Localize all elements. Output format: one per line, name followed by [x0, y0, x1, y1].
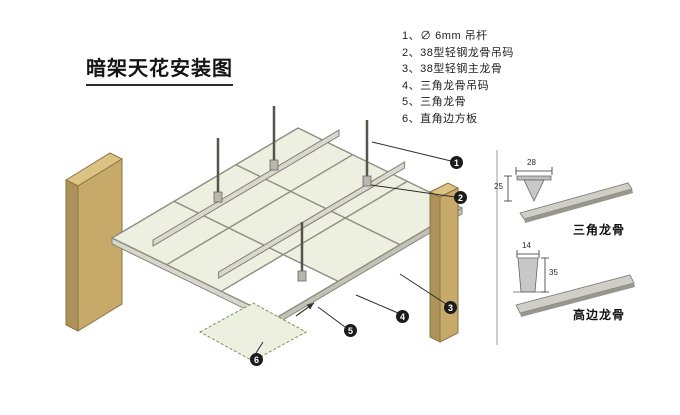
leader-line-6 [255, 341, 264, 354]
page-title: 暗架天花安装图 [86, 52, 233, 86]
triangle-keel-flange [516, 175, 552, 181]
triangle-keel-label: 三角龙骨 [572, 223, 625, 237]
hanger-bracket [269, 159, 279, 171]
left-wall-front-face [77, 158, 123, 332]
legend: 1、∅ 6mm 吊杆 2、38型轻钢龙骨吊码 3、38型轻钢主龙骨 4、三角龙骨… [402, 28, 514, 127]
insert-arrow-head [306, 303, 314, 310]
callout-badge-1: 1 [450, 156, 463, 169]
hanger-rods [213, 106, 372, 282]
main-runners [152, 129, 406, 279]
triangle-keel-bar-shadow [524, 189, 633, 223]
legend-item-5: 5、三角龙骨 [402, 96, 467, 108]
callout-badge-3: 3 [444, 301, 457, 314]
grid-line [111, 237, 277, 319]
triangle-keel-section [523, 179, 545, 202]
hanger-bracket [297, 270, 307, 282]
callout-badge-4: 4 [396, 310, 409, 323]
callout-badge-2: 2 [454, 191, 467, 204]
leader-line-1 [371, 141, 452, 162]
high-edge-keel-label: 高边龙骨 [572, 308, 625, 322]
grid-line [220, 180, 408, 292]
leader-line-4 [355, 294, 399, 314]
callout-badge-6: 6 [250, 353, 263, 366]
callout-leaders [255, 141, 456, 354]
leader-line-2 [370, 184, 456, 198]
high-edge-keel-height-dim: 35 [549, 268, 558, 277]
main-runner [218, 161, 406, 279]
hanger-bracket [213, 191, 223, 203]
hanger-bracket [362, 175, 372, 187]
high-edge-keel-section [517, 257, 539, 293]
legend-item-4: 4、三角龙骨吊码 [402, 79, 490, 92]
legend-item-2: 2、38型轻钢龙骨吊码 [402, 46, 514, 59]
triangle-keel-profile [504, 167, 633, 223]
leader-line-3 [399, 273, 447, 305]
high-edge-keel-width-dim: 14 [522, 241, 531, 250]
triangle-keel-height-dim: 25 [494, 182, 503, 191]
left-wall [64, 152, 124, 332]
leader-line-5 [317, 306, 346, 328]
legend-item-3: 3、38型轻钢主龙骨 [402, 63, 503, 75]
high-edge-keel-bar-shadow [520, 283, 635, 317]
loose-panel-face [198, 302, 308, 362]
grid-line [111, 127, 299, 239]
right-column-front-face [439, 187, 459, 343]
high-edge-keel-profile [513, 250, 635, 317]
grid-line [166, 154, 354, 266]
loose-panel [198, 302, 315, 362]
triangle-keel-width-dim: 28 [527, 158, 536, 167]
left-wall-side-face [65, 179, 79, 332]
right-column-side-face [429, 191, 441, 343]
right-column [428, 182, 460, 343]
callout-badge-5: 5 [344, 324, 357, 337]
legend-item-1: 1、∅ 6mm 吊杆 [402, 30, 488, 42]
legend-item-6: 6、直角边方板 [402, 112, 478, 125]
